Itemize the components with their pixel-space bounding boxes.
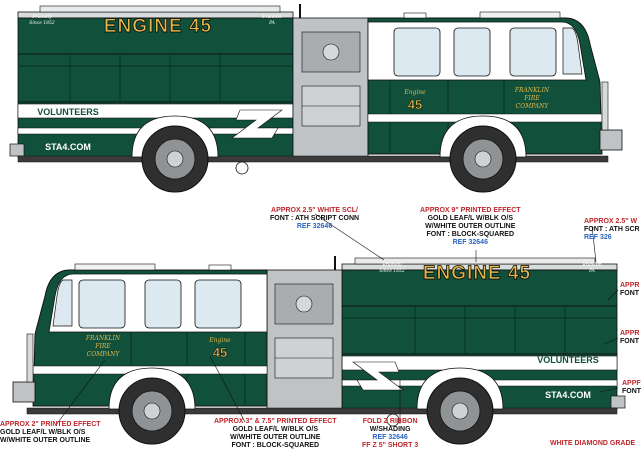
callout-shield: APPROX 2" PRINTED EFFECT GOLD LEAF/L W/B… (0, 421, 101, 445)
top-cab-number: 45 (408, 97, 422, 112)
callout-5-line-1: GOLD LEAF/L W/BLK O/S (232, 426, 318, 433)
top-script-left: Friendly (31, 14, 52, 20)
callout-3-head: APPROX 2.5" W (584, 218, 638, 225)
bottom-script-left: Friendly (381, 262, 402, 268)
bottom-shield-line-2: FIRE (94, 343, 111, 350)
callout-lower-right: APPF FONT (622, 380, 641, 396)
callout-4-head: APPR (620, 282, 640, 289)
bottom-shield-line-3: COMPANY (87, 351, 121, 358)
callout-9-head: APPF (622, 380, 641, 387)
top-engine-text: ENGINE 45 (104, 16, 212, 37)
callout-10-head: WHITE DIAMOND GRADE (550, 440, 636, 447)
bottom-script-right: Franklin (581, 262, 601, 268)
callout-leader-lines (55, 213, 619, 426)
truck-bottom-lettering: ENGINE 45 Friendly Since 1852 Franklin P… (85, 262, 602, 400)
callout-8-head: APPR (620, 330, 640, 337)
top-shield-line-2: FIRE (523, 95, 540, 102)
bottom-engine-text: ENGINE 45 (423, 263, 531, 284)
callout-8-line-1: FONT (620, 338, 640, 345)
truck-top-elevation: ENGINE 45 Friendly Since 1852 Franklin P… (9, 3, 623, 193)
callout-7-head: APPROX 2" PRINTED EFFECT (0, 421, 101, 428)
top-cab-label: Engine (403, 89, 426, 96)
callout-2-ref: REF 32646 (452, 239, 488, 246)
callout-engine-lettering: APPROX 9" PRINTED EFFECT GOLD LEAF/L W/B… (420, 207, 521, 247)
bottom-shield-line-1: FRANKLIN (85, 335, 121, 342)
callout-4-line-1: FONT (620, 290, 640, 297)
bottom-volunteers-text: VOLUNTEERS (537, 355, 599, 365)
top-script-right: Franklin (261, 14, 281, 20)
top-shield-line-3: COMPANY (516, 103, 550, 110)
callout-script-letters-right: APPROX 2.5" W FONT : ATH SCR REF 326 (584, 218, 640, 242)
callout-9-line-1: FONT (622, 388, 642, 395)
top-volunteers-text: VOLUNTEERS (37, 107, 99, 117)
callout-5-line-3: FONT : BLOCK-SQUARED (231, 442, 320, 449)
top-script-left-2: Since 1852 (29, 20, 55, 26)
callout-2-line-3: FONT : BLOCK-SQUARED (426, 231, 515, 238)
top-website-text: STA4.COM (45, 142, 91, 152)
callout-6-line-1: W/SHADING (369, 426, 411, 433)
callout-diamond-grade: WHITE DIAMOND GRADE (550, 440, 635, 448)
callout-3-line-1: FONT : ATH SCR (584, 226, 640, 233)
callout-script-letters-left: APPROX 2.5" WHITE SCL/ FONT : ATH SCRIPT… (270, 207, 359, 231)
callout-5-line-2: W/WHITE OUTER OUTLINE (230, 434, 321, 441)
top-shield-line-1: FRANKLIN (514, 87, 550, 94)
callout-1-line-1: FONT : ATH SCRIPT CONN (270, 215, 360, 222)
callout-2-line-1: GOLD LEAF/L W/BLK O/S (427, 215, 513, 222)
bottom-cab-label: Engine (208, 337, 231, 344)
bottom-cab-number: 45 (213, 345, 227, 360)
callout-3-ref: REF 326 (584, 234, 612, 241)
callout-1-ref: REF 32646 (296, 223, 333, 230)
callout-cab-number: APPROX 3" & 7.5" PRINTED EFFECT GOLD LEA… (214, 418, 337, 450)
callout-z-ribbon: FOLD Z RIBBON W/SHADING REF 32646 FF Z 5… (362, 418, 418, 450)
bottom-script-right-2: PA (588, 268, 596, 274)
truck-bottom-body (12, 255, 626, 445)
callout-2-line-2: W/WHITE OUTER OUTLINE (425, 223, 516, 230)
callout-website: APPR FONT (620, 330, 639, 346)
callout-7-line-2: W/WHITE OUTER OUTLINE (0, 437, 91, 444)
top-script-right-2: PA (268, 20, 276, 26)
callout-6-ref: REF 32646 (372, 434, 408, 441)
callout-volunteers: APPR FONT (620, 282, 639, 298)
callout-2-head: APPROX 9" PRINTED EFFECT (420, 207, 521, 214)
callout-6-tail: FF Z 5" SHORT 3 (362, 442, 419, 449)
bottom-website-text: STA4.COM (545, 390, 591, 400)
bottom-script-left-2: Since 1852 (379, 268, 405, 274)
callout-6-head: FOLD Z RIBBON (362, 418, 418, 425)
callout-7-line-1: GOLD LEAF/L W/BLK O/S (0, 429, 86, 436)
callout-1-head: APPROX 2.5" WHITE SCL/ (271, 207, 358, 214)
callout-5-head: APPROX 3" & 7.5" PRINTED EFFECT (214, 418, 337, 425)
truck-bottom-elevation (12, 255, 626, 445)
